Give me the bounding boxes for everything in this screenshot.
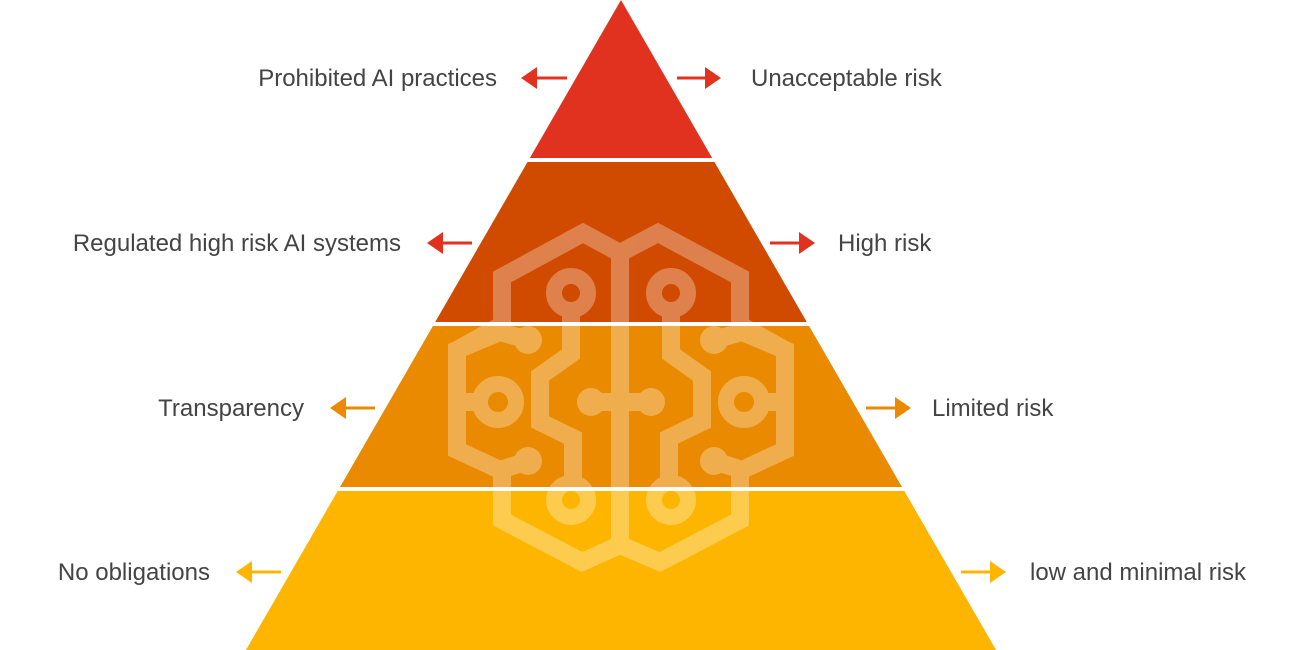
pyramid-level-3 [340,326,902,487]
risk-label: low and minimal risk [1030,559,1247,586]
obligation-label: Transparency [158,395,304,422]
arrow-right-icon [677,67,721,89]
obligation-label: Regulated high risk AI systems [73,230,401,257]
risk-label: Unacceptable risk [751,65,943,92]
arrow-right-icon [770,232,815,254]
arrow-right-icon [866,397,911,419]
obligation-label: Prohibited AI practices [258,65,497,92]
arrow-left-icon [427,232,472,254]
obligation-label: No obligations [58,559,210,586]
arrow-left-icon [330,397,375,419]
risk-label: Limited risk [932,395,1054,422]
risk-label: High risk [838,230,932,257]
brain-circuit-icon [448,222,794,573]
pyramid-level-1 [529,0,713,158]
arrow-left-icon [236,561,281,583]
pyramid-level-4 [245,491,997,650]
arrow-right-icon [961,561,1006,583]
pyramid-level-2 [435,162,807,322]
arrow-left-icon [521,67,567,89]
